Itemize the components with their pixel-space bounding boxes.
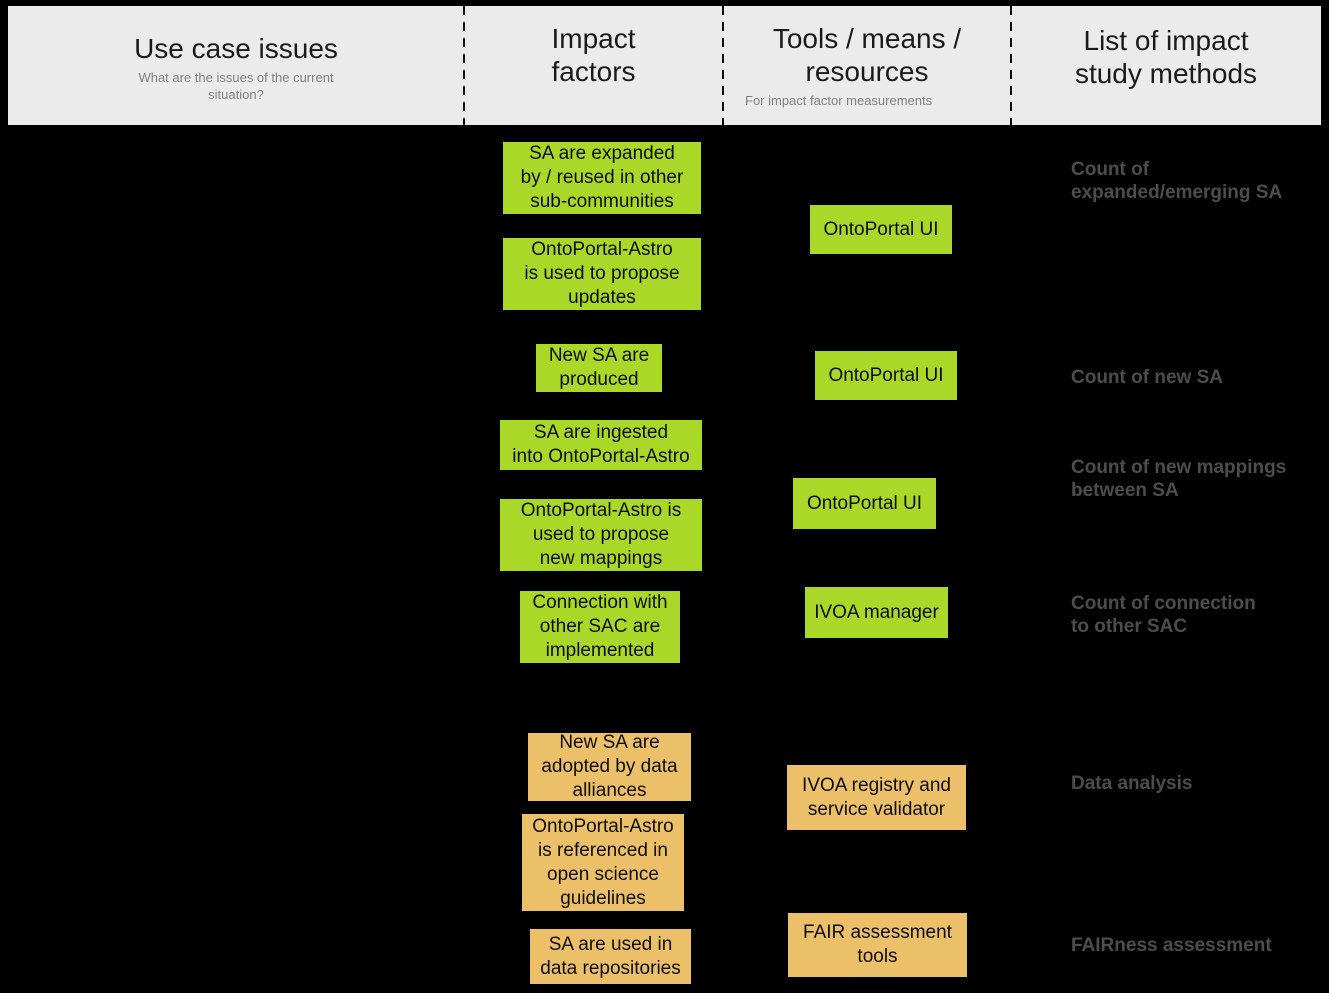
tool-note: OntoPortal UI [793,478,936,529]
column-title: List of impact study methods [1074,25,1258,89]
tool-note: FAIR assessment tools [788,913,967,977]
tool-note: OntoPortal UI [810,205,952,254]
impact-study-method-label: Count of connection to other SAC [1071,593,1256,637]
column-separator [1010,6,1012,125]
impact-factor-note: SA are used in data repositories [530,929,691,984]
impact-study-method-label: Data analysis [1071,773,1193,794]
tool-note: IVOA registry and service validator [787,765,966,830]
impact-factor-note: SA are expanded by / reused in other sub… [503,142,701,214]
header-use-case-issues: Use case issues What are the issues of t… [8,6,464,125]
impact-factor-note: New SA are adopted by data alliances [528,732,691,801]
column-separator [722,6,724,125]
impact-factor-note: New SA are produced [536,344,662,392]
impact-study-method-label: FAIRness assessment [1071,935,1272,956]
header-impact-factors: Impact factors [464,6,723,125]
impact-factor-note: OntoPortal-Astro is used to propose upda… [503,238,701,310]
impact-factor-note: SA are ingested into OntoPortal-Astro [500,420,702,470]
tool-note: OntoPortal UI [815,351,957,400]
impact-study-method-label: Count of new mappings between SA [1071,457,1287,501]
impact-factor-note: OntoPortal-Astro is used to propose new … [500,499,702,571]
impact-study-method-label: Count of expanded/emerging SA [1071,159,1283,203]
column-subtitle: What are the issues of the current situa… [138,70,334,102]
impact-factor-note: Connection with other SAC are implemente… [520,591,680,663]
column-title: Tools / means / resources [772,23,962,87]
header-impact-study-methods: List of impact study methods [1011,6,1321,125]
tool-note: IVOA manager [805,587,948,638]
column-separator [463,6,465,125]
column-title: Use case issues [134,33,338,64]
header-tools-means-resources: Tools / means / resources For impact fac… [723,6,1011,125]
impact-study-method-label: Count of new SA [1071,367,1223,388]
column-subtitle: For impact factor measurements [745,93,933,108]
column-title: Impact factors [551,23,636,87]
column-headers: Use case issues What are the issues of t… [8,6,1321,125]
impact-factor-note: OntoPortal-Astro is referenced in open s… [522,814,684,911]
